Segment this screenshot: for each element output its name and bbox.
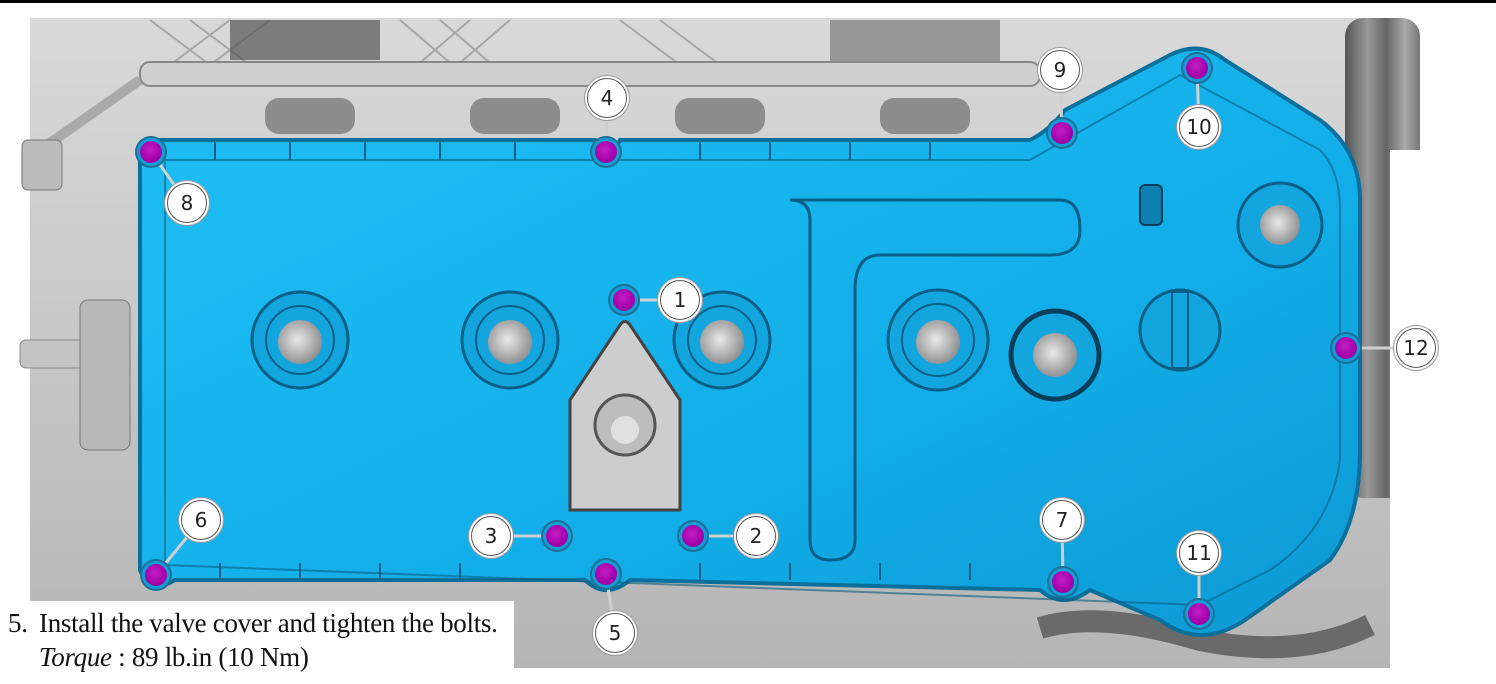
callout-9: 9 (1040, 50, 1080, 90)
bolt-2-marker (682, 525, 704, 547)
callout-11: 11 (1179, 533, 1219, 573)
oil-filler-cap (1138, 288, 1222, 372)
callout-1: 1 (660, 280, 700, 320)
bolt-3-marker (546, 525, 568, 547)
callout-4: 4 (587, 78, 627, 118)
plug-wells (250, 181, 1324, 402)
torque-separator: : (111, 642, 132, 672)
bolt-4-marker (595, 141, 617, 163)
bolt-10-marker (1186, 57, 1208, 79)
caption-background (0, 601, 514, 684)
bolt-11-marker (1188, 603, 1210, 625)
bolt-6-marker (145, 564, 167, 586)
callout-5: 5 (595, 613, 635, 653)
torque-value: 89 lb.in (10 Nm) (131, 642, 309, 672)
step-number: 5. (8, 608, 28, 638)
torque-label: Torque (39, 642, 112, 672)
bolt-8-marker (140, 141, 162, 163)
callout-10: 10 (1179, 107, 1219, 147)
callout-2: 2 (736, 516, 776, 556)
bolt-5-marker (595, 563, 617, 585)
top-rule (0, 0, 1496, 3)
callout-3: 3 (471, 516, 511, 556)
bolt-9-marker (1051, 122, 1073, 144)
step-instruction: Install the valve cover and tighten the … (39, 608, 498, 638)
bolt-7-marker (1052, 571, 1074, 593)
step-caption: 5. Install the valve cover and tighten th… (8, 606, 498, 674)
callout-8: 8 (167, 183, 207, 223)
callout-6: 6 (181, 500, 221, 540)
callout-12: 12 (1396, 328, 1436, 368)
bolt-1-marker (613, 289, 635, 311)
bolt-12-marker (1335, 337, 1357, 359)
callout-7: 7 (1042, 500, 1082, 540)
